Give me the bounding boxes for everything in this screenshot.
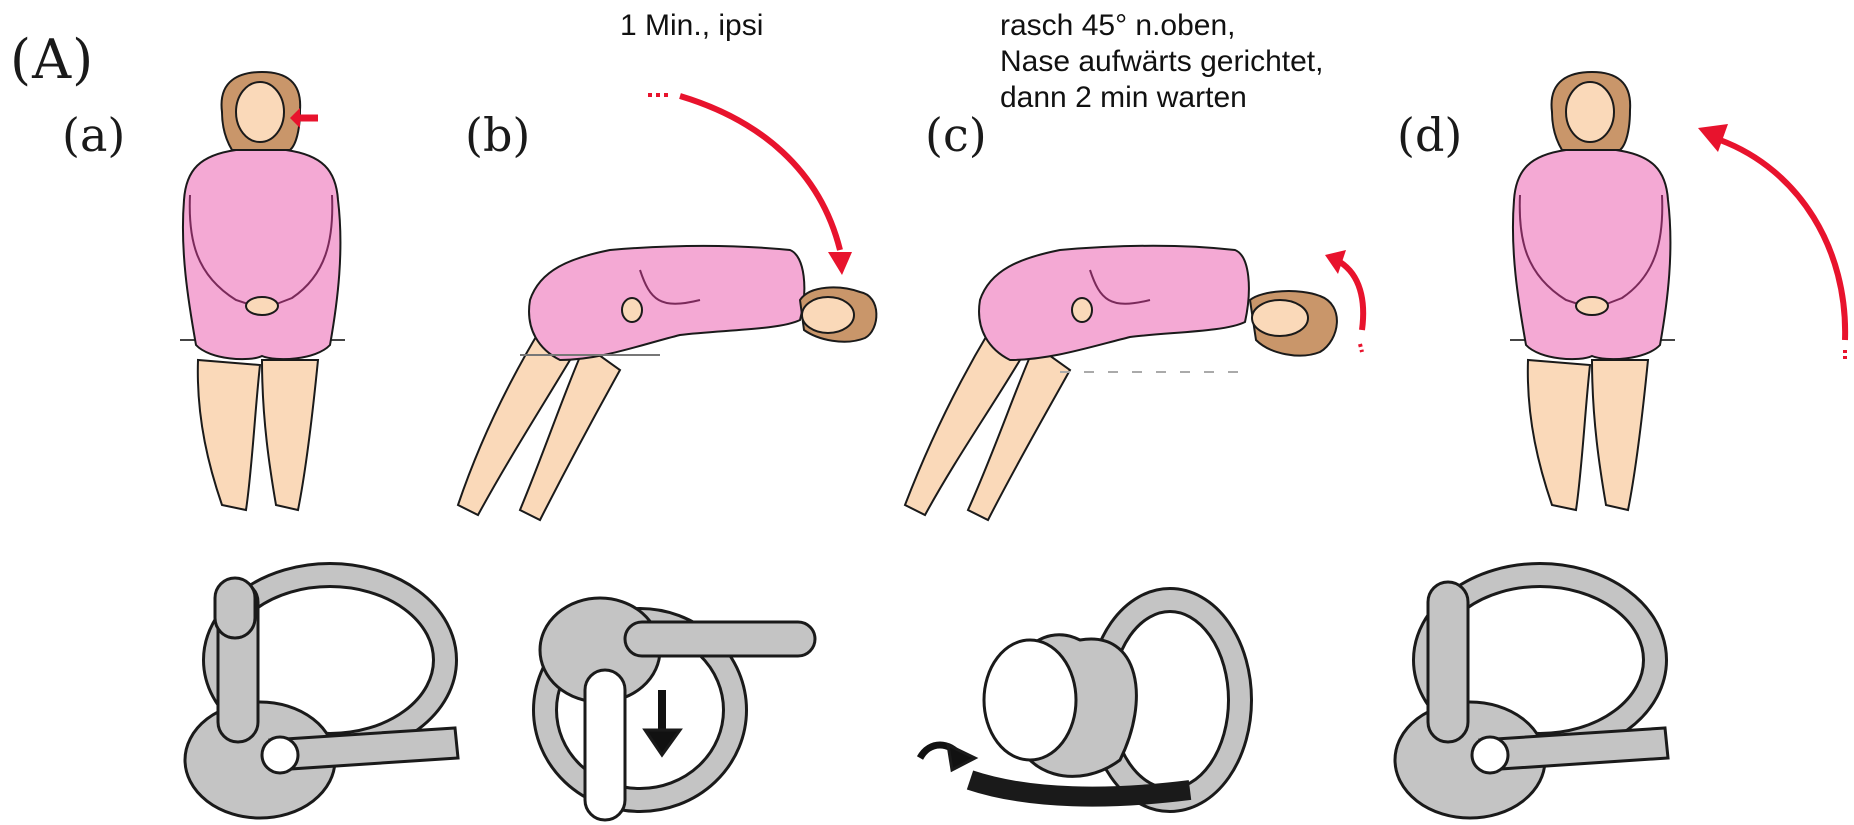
labyrinth-a [185, 575, 458, 818]
labyrinth-d [1395, 575, 1668, 818]
labyrinth-b [540, 598, 815, 820]
sitting-woman-a [180, 72, 345, 510]
lying-woman-c [905, 246, 1337, 520]
sitting-woman-d [1510, 72, 1675, 510]
labyrinth-c [920, 600, 1240, 800]
lying-woman-b [458, 246, 876, 520]
rotation-arrow-d [1698, 124, 1845, 362]
